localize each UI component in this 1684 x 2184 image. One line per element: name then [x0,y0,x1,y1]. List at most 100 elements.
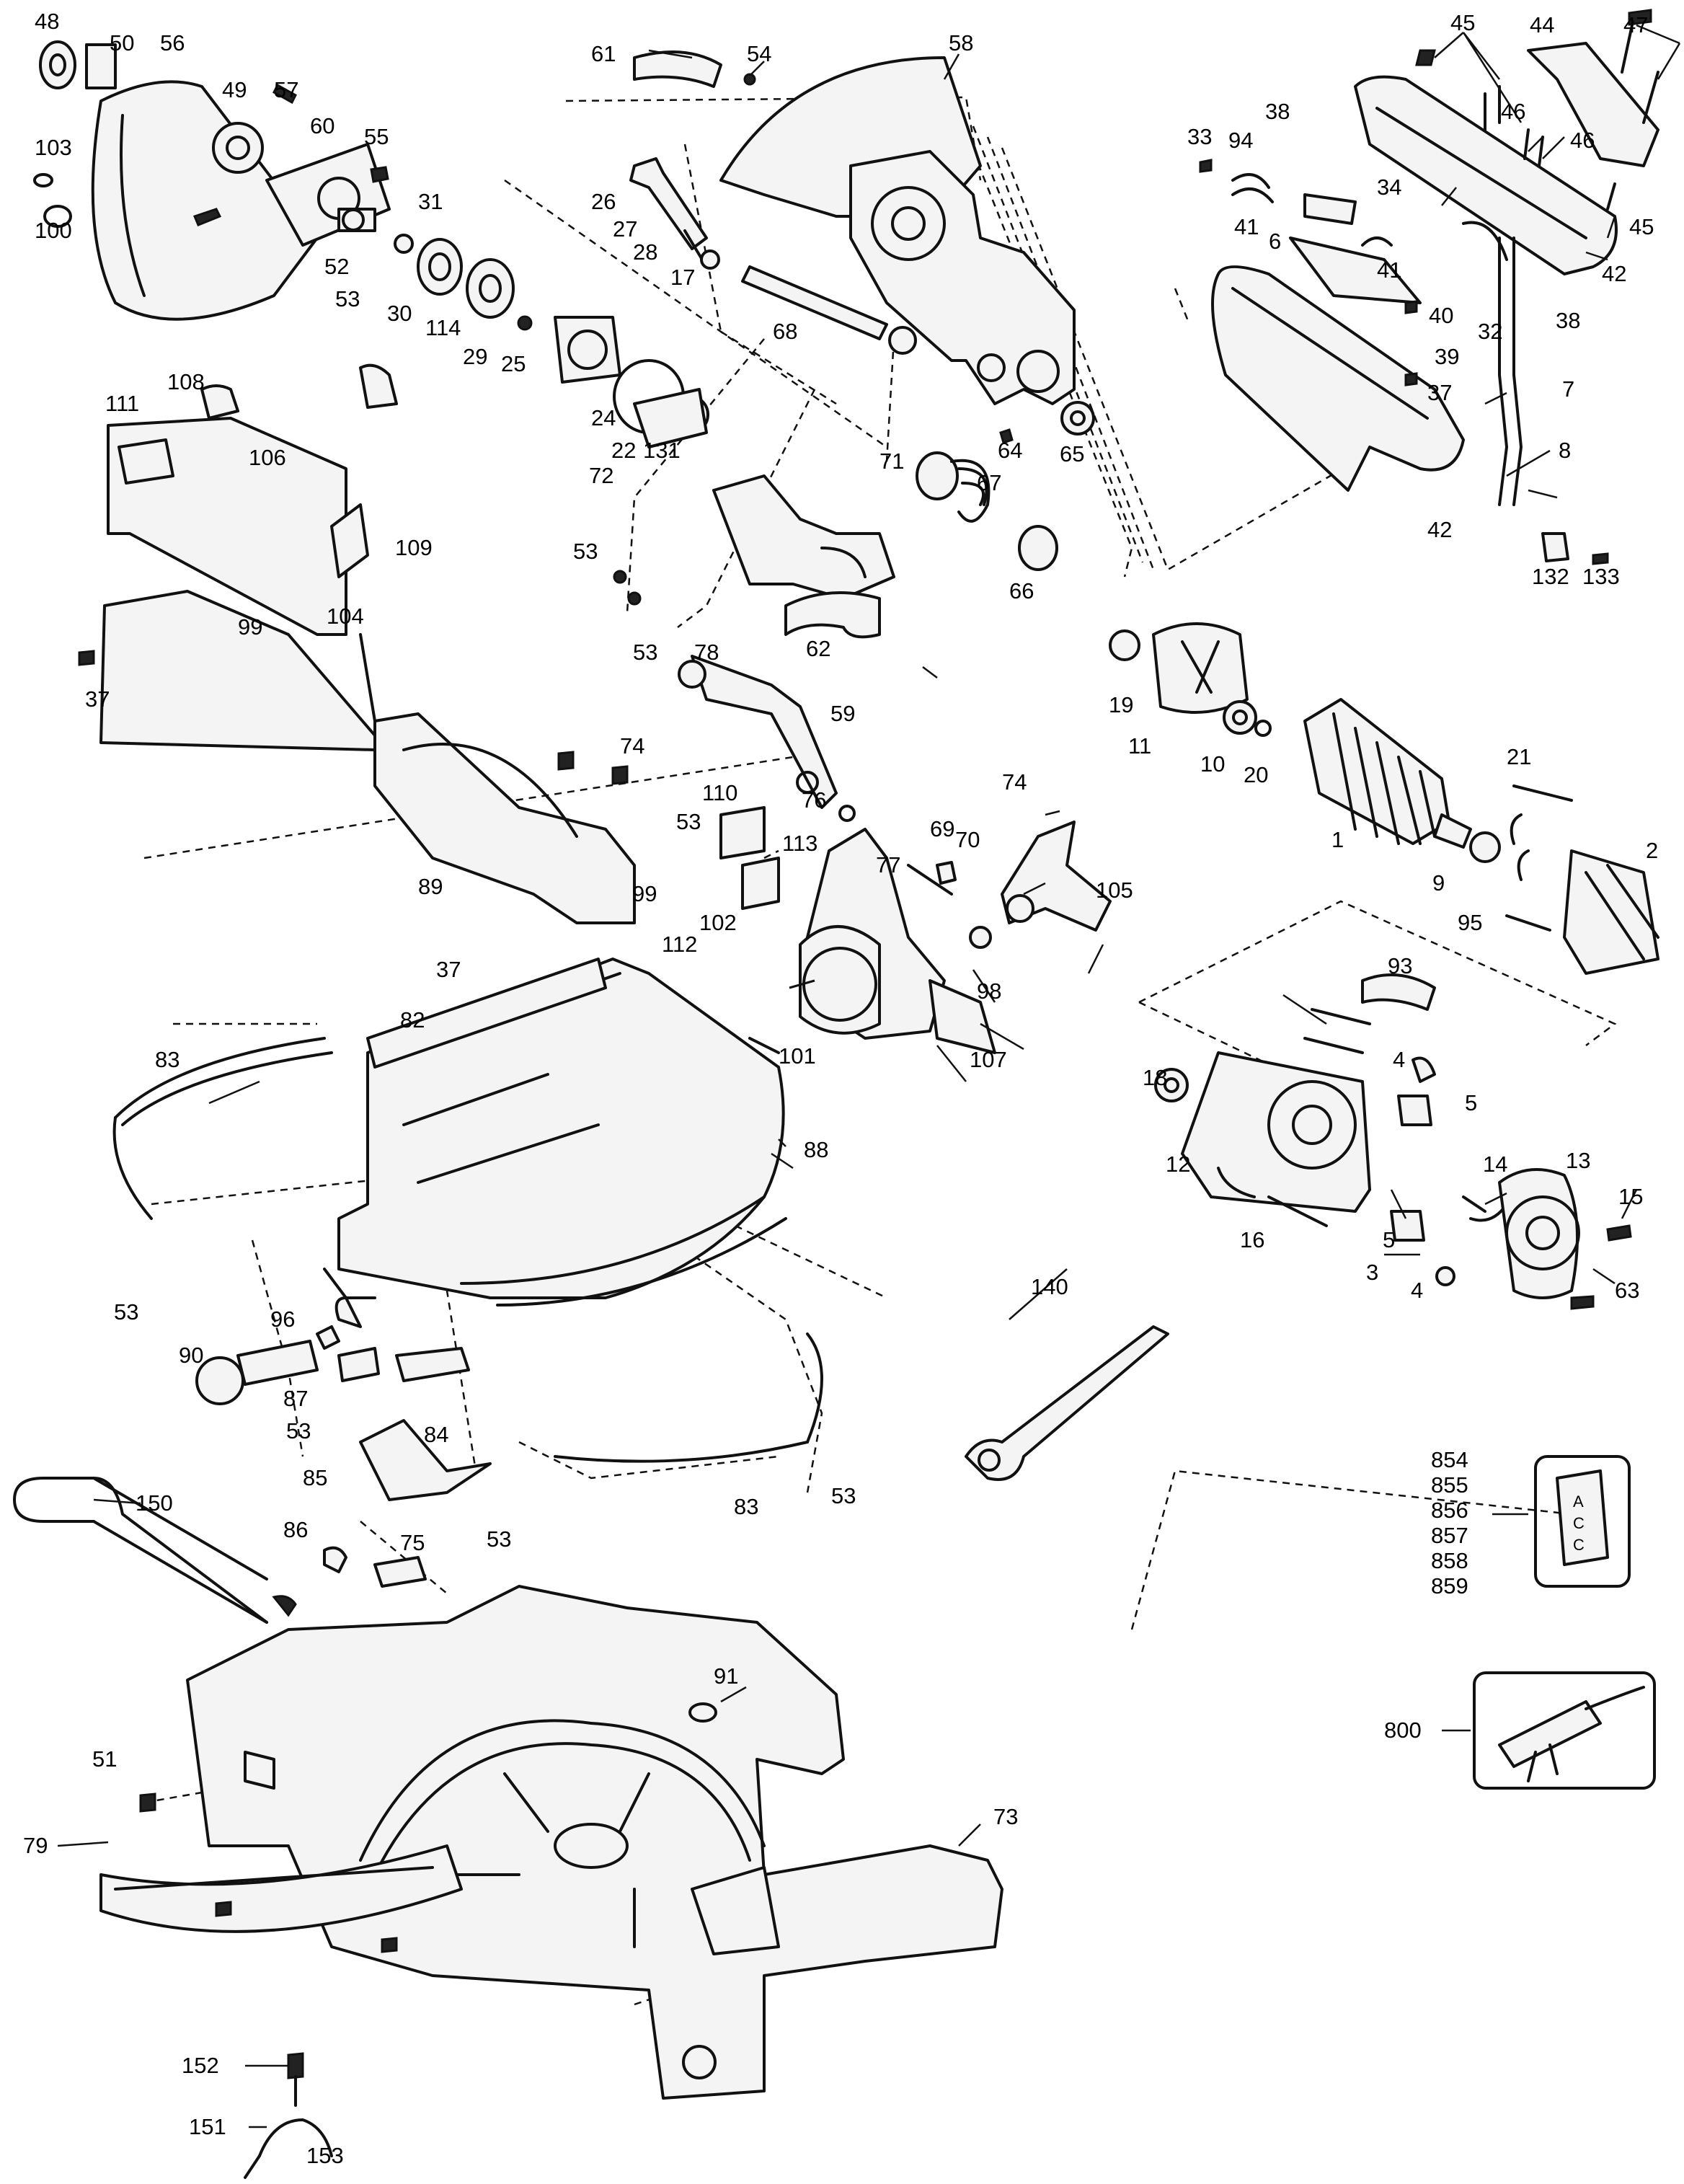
callout-label: 103 [35,135,72,160]
saw-base [13,1477,1003,2179]
callout-label: 14 [1483,1151,1507,1177]
callout-label: 153 [306,2143,344,2168]
callout-label: 21 [1507,744,1531,769]
callout-label: 2 [1646,838,1658,863]
motor-assembly [1109,622,1659,1310]
callout-label: 69 [930,816,954,841]
callout-label: 34 [1377,174,1401,200]
callout-label: 10 [1200,751,1225,777]
callout-labels: 48 50 56 103 100 49 57 60 55 52 53 31 30… [23,9,1658,2168]
callout-label: 11 [1128,733,1151,759]
callout-label: 71 [879,448,904,474]
callout-label: 46 [1570,128,1595,153]
callout-label: 42 [1602,261,1626,286]
callout-label: 68 [773,319,797,344]
callout-label: 111 [105,391,139,416]
callout-label: 18 [1143,1065,1167,1090]
callout-label: 99 [632,881,657,906]
callout-label: 73 [993,1804,1018,1829]
callout-label: 132 [1532,564,1569,589]
callout-label: 65 [1060,441,1084,467]
callout-label: 75 [400,1530,425,1555]
callout-label: 42 [1427,517,1452,542]
callout-label: 6 [1269,229,1281,254]
callout-label: 78 [694,640,719,665]
callout-label: 5 [1465,1090,1477,1115]
callout-label: 53 [676,809,701,834]
callout-label: 82 [400,1007,425,1033]
callout-label: 70 [955,827,980,852]
callout-label: 53 [633,640,657,665]
callout-label: 38 [1265,99,1290,124]
callout-label: 104 [327,604,364,629]
callout-label: 4 [1393,1047,1405,1072]
switch-letter: C [1573,1514,1585,1532]
callout-label: 1 [1331,827,1344,852]
callout-label: 53 [831,1483,856,1508]
callout-label: 50 [110,30,134,56]
callout-label: 95 [1458,910,1482,935]
callout-label: 58 [949,30,973,56]
callout-label: 150 [136,1490,173,1516]
callout-label: 33 [1187,124,1212,149]
callout-label: 140 [1031,1274,1068,1299]
callout-label: 51 [92,1746,117,1772]
callout-label: 77 [876,852,900,877]
callout-label: 85 [303,1465,327,1490]
callout-label: 27 [613,216,637,242]
callout-label: 16 [1240,1227,1264,1252]
callout-label: 72 [589,463,613,488]
upper-guard-and-arm [613,50,1095,639]
callout-label: 61 [591,41,616,66]
leader-lines [57,24,1681,2128]
callout-label: 44 [1530,12,1554,37]
callout-label: 54 [747,41,771,66]
callout-label: 86 [283,1517,308,1542]
callout-label: 26 [591,189,616,214]
callout-label: 53 [286,1418,311,1444]
callout-label: 56 [160,30,185,56]
callout-label: 108 [167,369,205,394]
wrench [965,1325,1169,1481]
callout-label: 105 [1096,877,1133,903]
callout-label: 31 [418,189,443,214]
callout-label: 60 [310,113,334,138]
callout-label: 30 [387,301,412,326]
callout-label: 74 [1002,769,1027,795]
callout-label: 53 [573,539,598,564]
callout-label: 101 [779,1043,816,1069]
callout-label: 109 [395,535,433,560]
switch-label-box: A C C [1534,1455,1631,1588]
callout-label: 151 [189,2114,226,2139]
callout-label: 24 [591,405,616,430]
callout-label: 57 [274,77,298,102]
callout-label: 859 [1431,1573,1468,1599]
callout-label: 83 [155,1047,180,1072]
callout-label: 91 [714,1663,738,1689]
callout-label: 17 [670,265,695,290]
callout-label: 76 [802,787,826,813]
callout-label: 855 [1431,1472,1468,1498]
callout-label: 131 [643,438,681,463]
callout-label: 74 [620,733,644,759]
callout-label: 152 [182,2053,219,2078]
callout-label: 15 [1618,1184,1643,1209]
callout-label: 67 [977,470,1001,495]
callout-label: 856 [1431,1498,1468,1523]
callout-label: 3 [1366,1260,1378,1285]
part-drawings: A C C [13,9,1659,2179]
callout-label: 93 [1388,953,1412,978]
callout-label: 63 [1615,1278,1639,1303]
callout-label: 8 [1559,438,1571,463]
callout-label: 99 [238,614,262,640]
callout-label: 47 [1623,12,1648,37]
callout-label: 20 [1244,762,1268,787]
callout-label: 94 [1228,128,1253,153]
callout-label: 4 [1411,1278,1423,1303]
callout-label: 45 [1629,214,1654,239]
callout-label: 45 [1450,10,1475,35]
callout-label: 37 [1427,380,1452,405]
callout-label: 90 [179,1343,203,1368]
callout-label: 83 [734,1494,758,1519]
